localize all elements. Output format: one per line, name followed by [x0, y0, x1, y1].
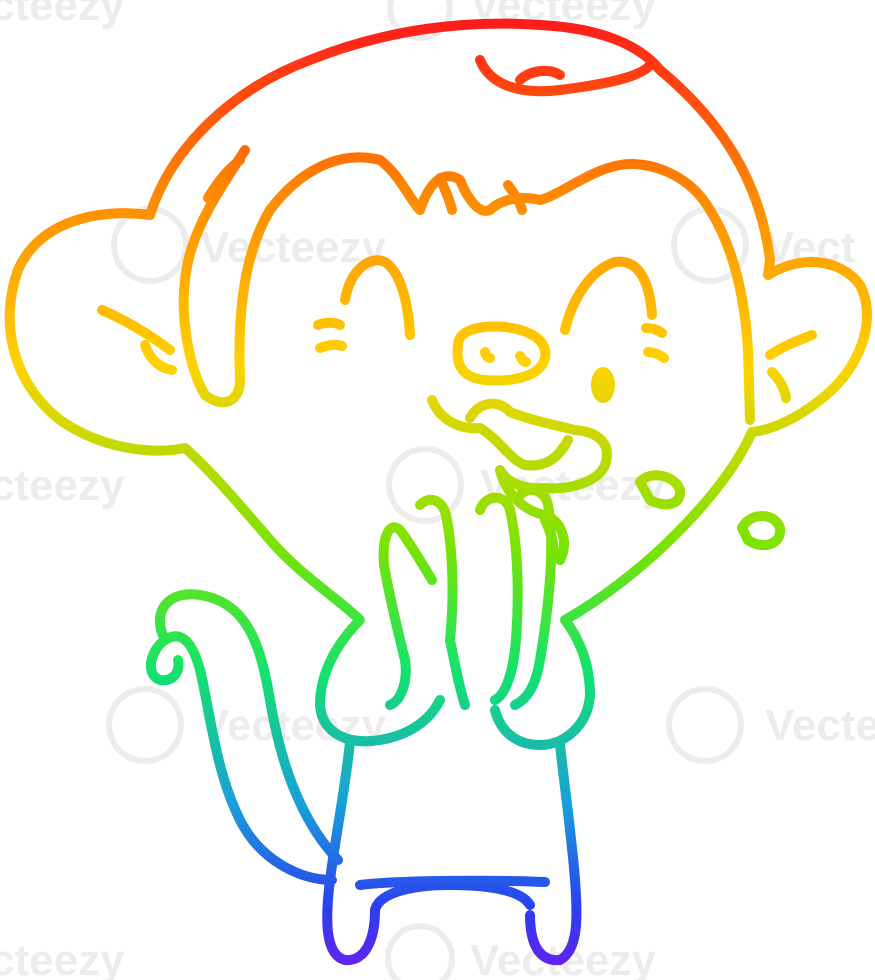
watermark-logo-icon [666, 686, 744, 764]
right-eye-lash [641, 323, 667, 338]
right-hand [475, 492, 523, 705]
spit-drop [635, 470, 686, 510]
watermark-text: cteezy [0, 461, 125, 510]
cheek-spot [591, 367, 615, 403]
watermark-text: cteezy [0, 936, 125, 980]
mouth-upper [427, 395, 573, 471]
tail [146, 631, 337, 885]
left-eye-lash-2 [315, 339, 347, 353]
right-ear-inner [765, 330, 817, 360]
left-body-side [322, 737, 380, 966]
tail-top [155, 589, 343, 865]
watermark-logo-icon [387, 0, 453, 41]
nose [452, 321, 551, 386]
right-eye [560, 256, 657, 335]
watermark-text: cteezy [0, 0, 125, 30]
face-mask-fringe [415, 159, 755, 425]
left-ear-inner-2 [140, 340, 177, 375]
right-ear-inner-2 [767, 367, 791, 403]
watermark-logo-icon [386, 446, 464, 524]
watermark-logo-icon [385, 923, 455, 980]
face-mask-left [178, 145, 250, 408]
hair-curl [515, 65, 565, 85]
belt-line [355, 875, 550, 890]
right-arm [490, 530, 680, 750]
right-ear [670, 257, 872, 540]
face-mask-top [234, 152, 425, 385]
nostril-right [515, 351, 531, 367]
left-hand [378, 522, 437, 710]
face-fringe-accent [203, 155, 245, 203]
spit-drop-2 [737, 511, 786, 551]
watermark-logo-icon [106, 686, 184, 764]
watermark-text: Vecteezy [765, 701, 875, 750]
left-ear [4, 208, 275, 545]
left-arm [265, 535, 445, 747]
face-fringe-accent-2 [435, 173, 457, 215]
right-body-side [525, 740, 582, 966]
nostril-left [480, 347, 495, 363]
head-outline [145, 18, 775, 280]
watermark-text: Vecteezy [200, 223, 386, 272]
left-eye [340, 255, 415, 340]
face-fringe-accent-3 [503, 180, 527, 215]
left-eye-lash [313, 317, 345, 330]
crotch-line [370, 880, 535, 915]
monkey-drawing [4, 18, 872, 966]
left-hand-fingers [415, 494, 458, 645]
left-ear-inner [97, 305, 175, 355]
hand-fold [445, 635, 470, 710]
hair-tuft [475, 55, 655, 97]
right-hand-fingers [510, 484, 557, 710]
right-eye-lash-2 [643, 347, 669, 363]
